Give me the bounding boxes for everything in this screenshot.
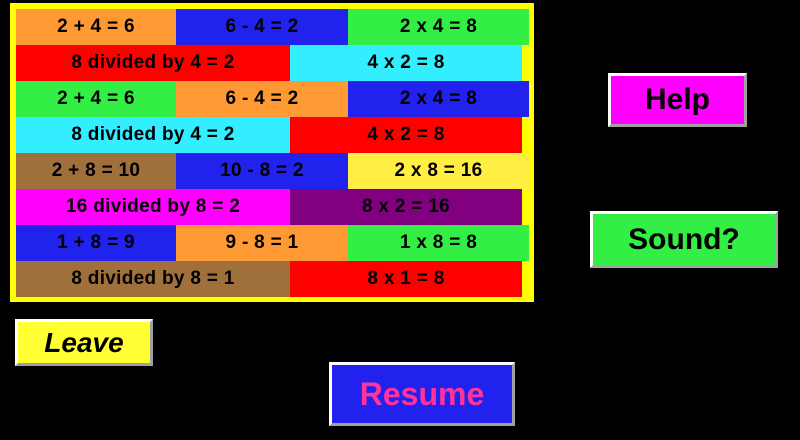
leave-button[interactable]: Leave xyxy=(15,319,153,366)
fact-cell[interactable]: 6 - 4 = 2 xyxy=(176,9,348,45)
fact-cell[interactable]: 2 x 4 = 8 xyxy=(348,9,529,45)
help-button[interactable]: Help xyxy=(608,73,747,127)
fact-cell[interactable]: 2 + 4 = 6 xyxy=(16,9,176,45)
fact-cell[interactable]: 8 divided by 4 = 2 xyxy=(16,117,290,153)
fact-cell[interactable]: 2 x 8 = 16 xyxy=(348,153,529,189)
fact-cell[interactable]: 2 + 4 = 6 xyxy=(16,81,176,117)
fact-cell[interactable]: 1 + 8 = 9 xyxy=(16,225,176,261)
sound-toggle-button[interactable]: Sound? xyxy=(590,211,778,268)
fact-cell[interactable]: 10 - 8 = 2 xyxy=(176,153,348,189)
fact-cell[interactable]: 9 - 8 = 1 xyxy=(176,225,348,261)
fact-cell[interactable]: 8 divided by 4 = 2 xyxy=(16,45,290,81)
fact-cell[interactable]: 2 + 8 = 10 xyxy=(16,153,176,189)
fact-cell[interactable]: 4 x 2 = 8 xyxy=(290,45,522,81)
fact-cell[interactable]: 8 x 2 = 16 xyxy=(290,189,522,225)
resume-button[interactable]: Resume xyxy=(329,362,515,426)
fact-cell[interactable]: 2 x 4 = 8 xyxy=(348,81,529,117)
fact-cell[interactable]: 16 divided by 8 = 2 xyxy=(16,189,290,225)
fact-cell[interactable]: 8 x 1 = 8 xyxy=(290,261,522,297)
fact-cell[interactable]: 6 - 4 = 2 xyxy=(176,81,348,117)
fact-cell[interactable]: 4 x 2 = 8 xyxy=(290,117,522,153)
fact-cell[interactable]: 8 divided by 8 = 1 xyxy=(16,261,290,297)
fact-cell[interactable]: 1 x 8 = 8 xyxy=(348,225,529,261)
